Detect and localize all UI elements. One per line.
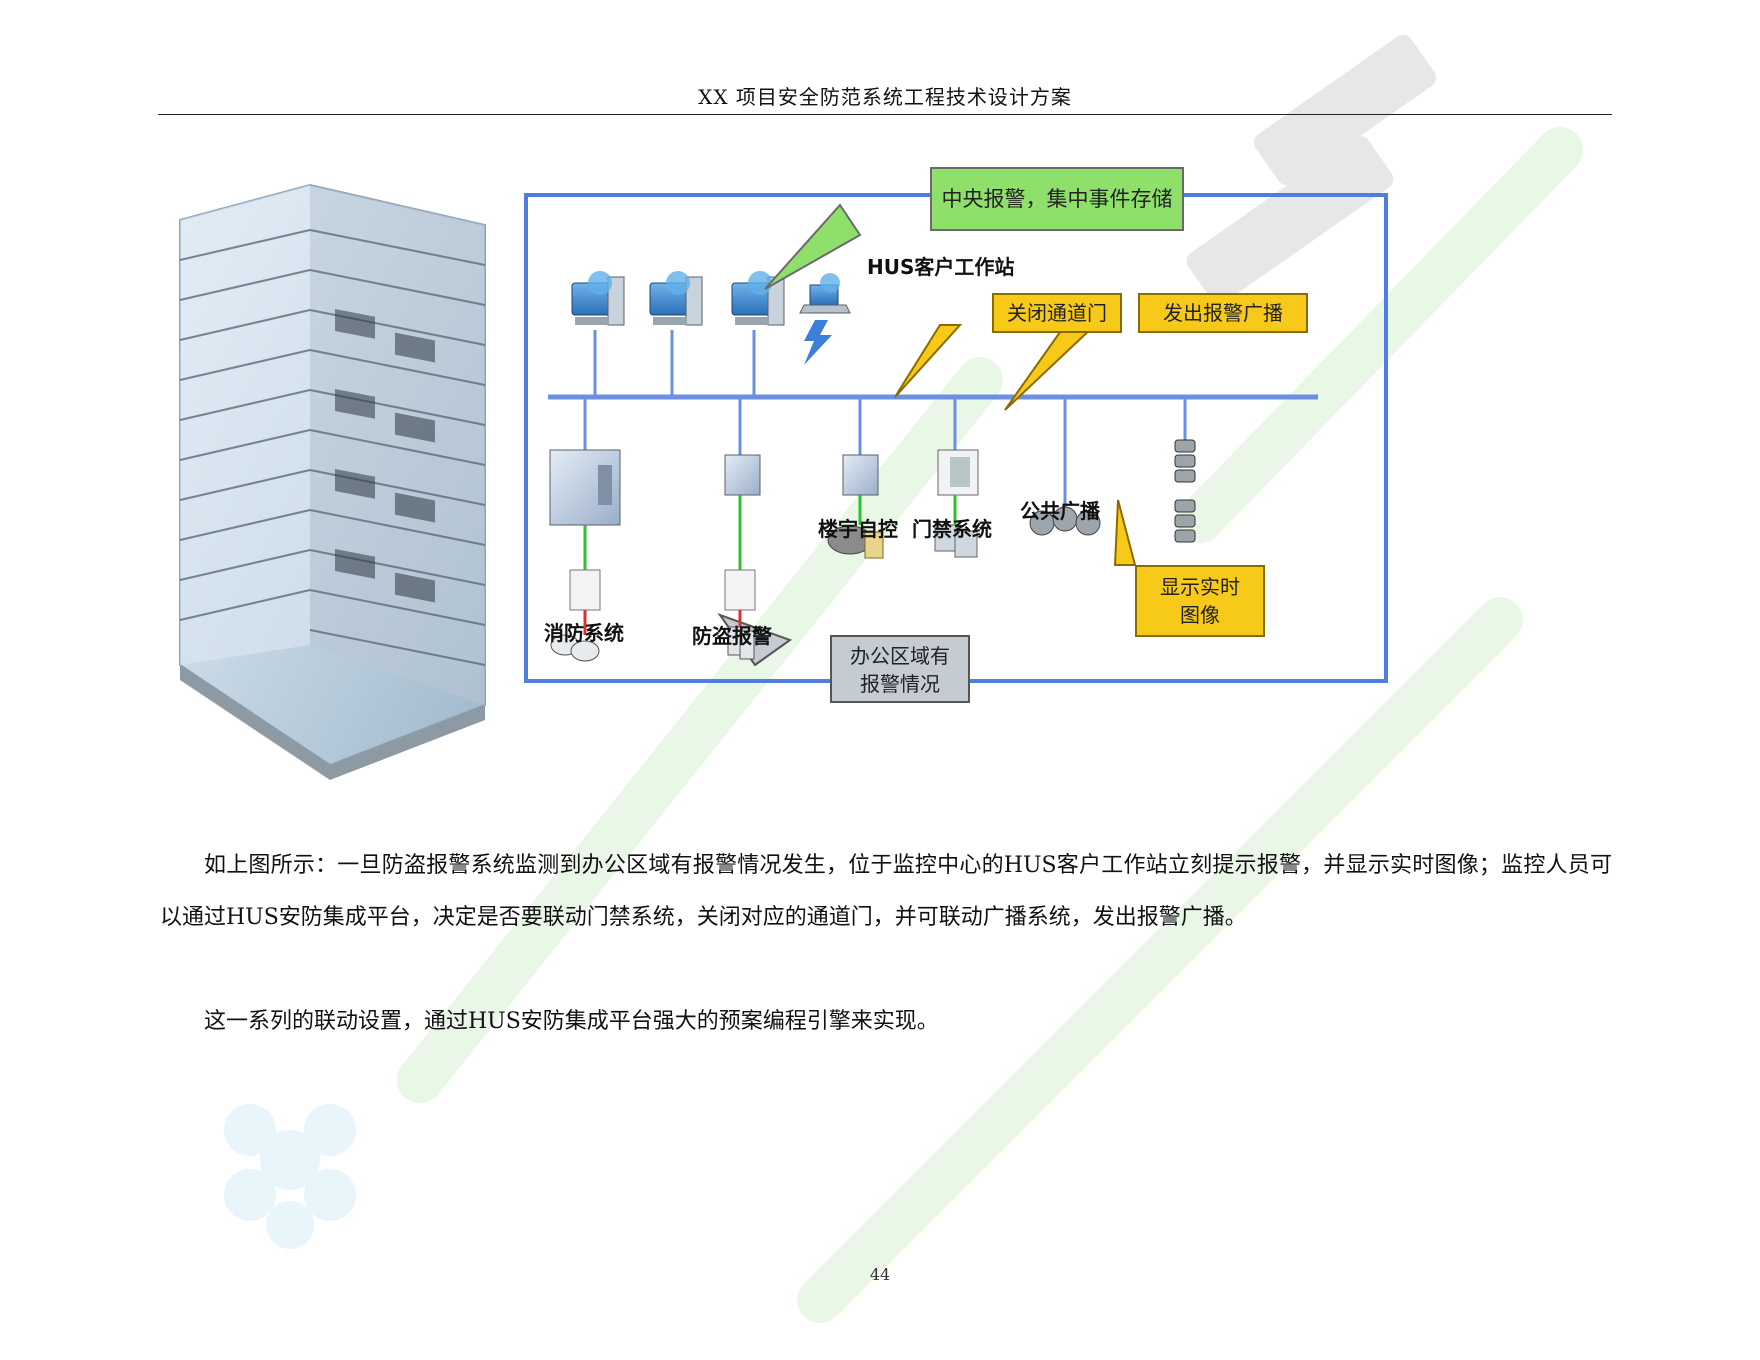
label-access-control: 门禁系统 <box>912 513 992 542</box>
header-title: XX 项目安全防范系统工程技术设计方案 <box>698 85 1072 109</box>
diagram-graphics <box>160 165 1400 805</box>
page-number: 44 <box>0 1265 1760 1284</box>
callout-close-door: 关闭通道门 <box>992 293 1122 333</box>
callout-show-image: 显示实时 图像 <box>1135 565 1265 637</box>
alarm-controller-icon <box>725 455 760 495</box>
callout-broadcast-alarm: 发出报警广播 <box>1138 293 1308 333</box>
alarm-panel-icon <box>725 570 755 610</box>
label-hus-workstation: HUS客户工作站 <box>867 251 1014 280</box>
body-paragraph-1: 如上图所示：一旦防盗报警系统监测到办公区域有报警情况发生，位于监控中心的HUS客… <box>160 840 1612 944</box>
callout-central-alarm: 中央报警，集中事件存储 <box>930 167 1184 231</box>
building-illustration <box>180 185 485 780</box>
callout-office-alarm-line2: 报警情况 <box>832 670 968 698</box>
callout-show-image-line1: 显示实时 <box>1137 573 1263 601</box>
page-header: XX 项目安全防范系统工程技术设计方案 <box>158 80 1612 115</box>
security-system-diagram: 中央报警，集中事件存储 关闭通道门 发出报警广播 显示实时 图像 办公区域有 报… <box>160 165 1400 805</box>
label-intrusion-alarm: 防盗报警 <box>692 620 772 649</box>
body-paragraph-1-text: 如上图所示：一旦防盗报警系统监测到办公区域有报警情况发生，位于监控中心的HUS客… <box>160 853 1612 930</box>
callout-office-alarm: 办公区域有 报警情况 <box>830 635 970 703</box>
callout-central-alarm-text: 中央报警，集中事件存储 <box>942 187 1173 211</box>
callout-broadcast-alarm-text: 发出报警广播 <box>1163 301 1283 325</box>
label-fire-system: 消防系统 <box>544 617 624 646</box>
access-control-panel-icon <box>938 450 978 495</box>
bas-controller-icon <box>843 455 878 495</box>
callout-close-door-text: 关闭通道门 <box>1007 301 1107 325</box>
fire-panel-icon <box>570 570 600 610</box>
body-paragraph-2-text: 这一系列的联动设置，通过HUS安防集成平台强大的预案编程引擎来实现。 <box>204 1009 939 1034</box>
label-bas: 楼宇自控 <box>818 513 898 542</box>
body-paragraph-2: 这一系列的联动设置，通过HUS安防集成平台强大的预案编程引擎来实现。 <box>160 996 1612 1048</box>
callout-show-image-line2: 图像 <box>1137 601 1263 629</box>
fire-controller-icon <box>550 450 620 525</box>
flower-logo-icon <box>224 1104 356 1249</box>
label-public-address: 公共广播 <box>1020 495 1100 524</box>
page-number-text: 44 <box>870 1265 890 1284</box>
callout-office-alarm-line1: 办公区域有 <box>832 642 968 670</box>
